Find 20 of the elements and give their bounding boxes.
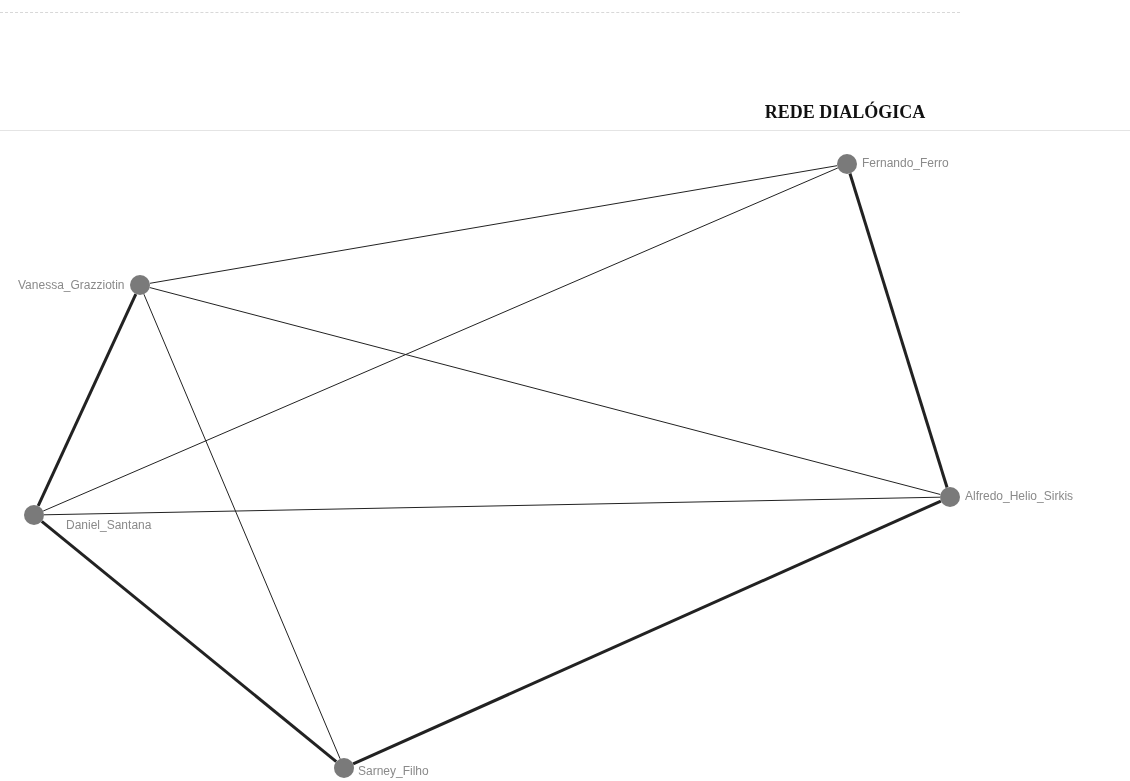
connector-line <box>36 293 138 507</box>
node-label: Alfredo_Helio_Sirkis <box>965 489 1074 503</box>
node-circle <box>837 154 857 174</box>
node-circle <box>24 505 44 525</box>
diagram-title: REDE DIALÓGICA <box>763 102 927 123</box>
connector-line <box>352 499 942 766</box>
node-label: Fernando_Ferro <box>862 156 949 170</box>
connector-line <box>40 520 338 763</box>
connector-line <box>149 165 838 284</box>
connector-line <box>848 173 949 488</box>
connector-line <box>143 293 341 760</box>
node-circle <box>334 758 354 778</box>
connector-line <box>43 496 941 516</box>
node-circle <box>940 487 960 507</box>
connector-line <box>42 167 839 512</box>
node-circle <box>130 275 150 295</box>
node-label: Sarney_Filho <box>358 764 429 778</box>
node-label: Vanessa_Grazziotin <box>18 278 125 292</box>
node-label: Daniel_Santana <box>66 518 152 532</box>
connector-line <box>149 287 941 495</box>
